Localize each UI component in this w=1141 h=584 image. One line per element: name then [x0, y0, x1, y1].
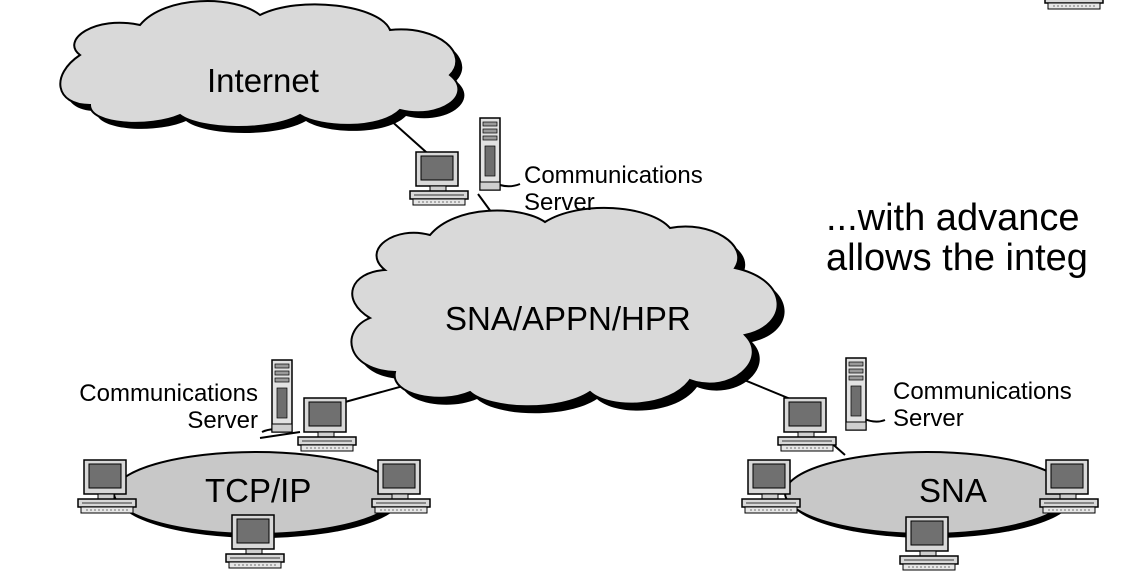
top-server-label-line2: Server	[524, 189, 595, 216]
sna-label: SNA	[919, 472, 987, 509]
sna-right-workstation-icon	[1039, 459, 1099, 514]
left-server-label-line1: Communications	[79, 380, 258, 407]
top-server-label-line1: Communications	[524, 162, 703, 189]
right-server-label-line2: Server	[893, 405, 964, 432]
internet-cloud	[59, 0, 465, 134]
top-server-cable	[499, 183, 521, 188]
cropped-workstation-icon	[1044, 0, 1104, 10]
backbone-label: SNA/APPN/HPR	[445, 300, 691, 337]
left-server-label-line2: Server	[187, 407, 258, 434]
top-server-label: Communications Server	[524, 162, 703, 216]
tcpip-lan-ellipse	[113, 451, 402, 538]
internet-label: Internet	[207, 62, 319, 99]
right-server-label-line1: Communications	[893, 378, 1072, 405]
tcpip-label: TCP/IP	[205, 472, 312, 509]
top-server-workstation-icon	[409, 151, 469, 206]
sna-lan-ellipse	[784, 451, 1073, 538]
left-server-label: Communications Server	[10, 380, 258, 434]
caption-line1: ...with advance	[826, 197, 1080, 239]
right-server-label: Communications Server	[893, 378, 1072, 432]
top-server-tower-icon	[479, 117, 501, 191]
right-server-workstation-icon	[777, 397, 837, 452]
caption-text: ...with advance allows the integ	[826, 198, 1088, 278]
left-server-workstation-icon	[297, 397, 357, 452]
tcpip-link-line	[259, 431, 301, 439]
caption-line2: allows the integ	[826, 237, 1088, 279]
left-server-tower-icon	[271, 359, 293, 433]
tcpip-right-workstation-icon	[371, 459, 431, 514]
right-server-tower-icon	[845, 357, 867, 431]
backbone-cloud	[350, 206, 785, 414]
